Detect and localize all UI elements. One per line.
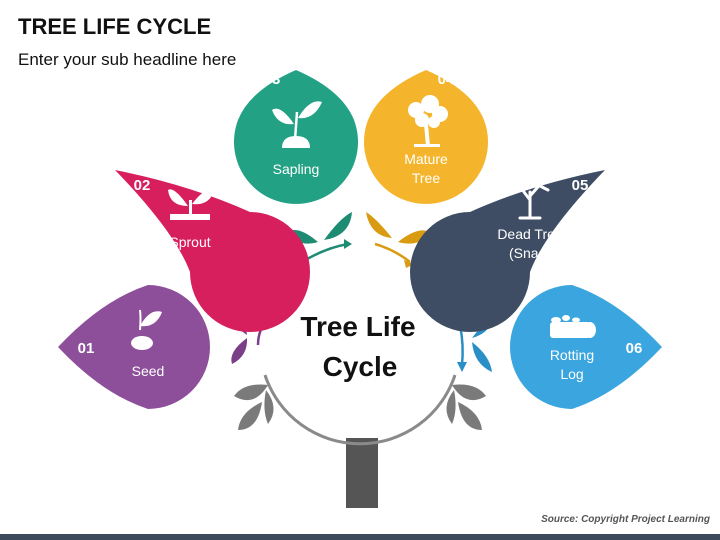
stage-sapling-label: Sapling xyxy=(273,161,320,177)
stage-rotting-log-label-2: Log xyxy=(560,366,583,382)
stage-mature-tree-number: 04 xyxy=(438,71,455,88)
tree-trunk xyxy=(346,438,378,508)
stage-mature-tree-label-2: Tree xyxy=(412,170,440,186)
leaf-gold-right xyxy=(398,230,430,244)
leaf-gold-left xyxy=(366,212,392,238)
stage-sprout-label: Sprout xyxy=(169,234,210,250)
stage-dead-tree-number: 05 xyxy=(572,177,589,194)
stage-mature-tree: 04 Mature Tree xyxy=(364,70,488,204)
leaf-green-right xyxy=(324,212,352,240)
stage-rotting-log: 06 Rotting Log xyxy=(510,285,662,409)
stage-seed-number: 01 xyxy=(78,340,95,357)
center-title-line1: Tree Life xyxy=(300,311,415,342)
leaf-gray-6 xyxy=(458,402,482,430)
stage-dead-tree-drop xyxy=(410,170,605,332)
crown-arc xyxy=(263,374,457,446)
dead-tree-icon xyxy=(510,178,550,220)
stage-sapling: 03 Sapling xyxy=(234,70,358,204)
leaf-gray-2 xyxy=(264,390,274,424)
leaf-gray-4 xyxy=(452,384,486,401)
stage-rotting-log-number: 06 xyxy=(626,340,643,357)
stage-seed: 01 Seed xyxy=(58,285,210,409)
sprout-icon xyxy=(168,189,214,220)
rotting-log-icon xyxy=(550,315,596,338)
stage-rotting-log-drop xyxy=(510,285,662,409)
sapling-icon xyxy=(272,101,322,148)
stage-mature-tree-label-1: Mature xyxy=(404,151,448,167)
stage-sprout-number: 02 xyxy=(134,177,151,194)
stage-rotting-log-label-1: Rotting xyxy=(550,347,594,363)
mature-tree-icon xyxy=(408,95,448,147)
leaf-blue-lower xyxy=(472,342,492,372)
stage-dead-tree-label-1: Dead Tree xyxy=(497,226,563,242)
center-title-line2: Cycle xyxy=(323,351,398,382)
bottom-accent-bar xyxy=(0,534,720,540)
stage-sprout: 02 Sprout xyxy=(115,170,310,332)
leaf-gray-1 xyxy=(234,384,268,401)
stage-dead-tree-label-2: (Snag) xyxy=(509,245,551,261)
leaf-gray-5 xyxy=(446,390,456,424)
leaf-gray-3 xyxy=(238,402,262,430)
seed-sprout-icon xyxy=(131,309,162,350)
page-title: TREE LIFE CYCLE xyxy=(18,14,212,39)
stage-sapling-number: 03 xyxy=(264,71,281,88)
stage-sprout-drop xyxy=(115,170,310,332)
stage-seed-label: Seed xyxy=(132,363,165,379)
leaf-purple-lower xyxy=(231,338,248,364)
stage-dead-tree: 05 Dead Tree (Snag) xyxy=(410,170,605,332)
page-subtitle: Enter your sub headline here xyxy=(18,50,237,69)
source-credit: Source: Copyright Project Learning xyxy=(541,514,710,525)
